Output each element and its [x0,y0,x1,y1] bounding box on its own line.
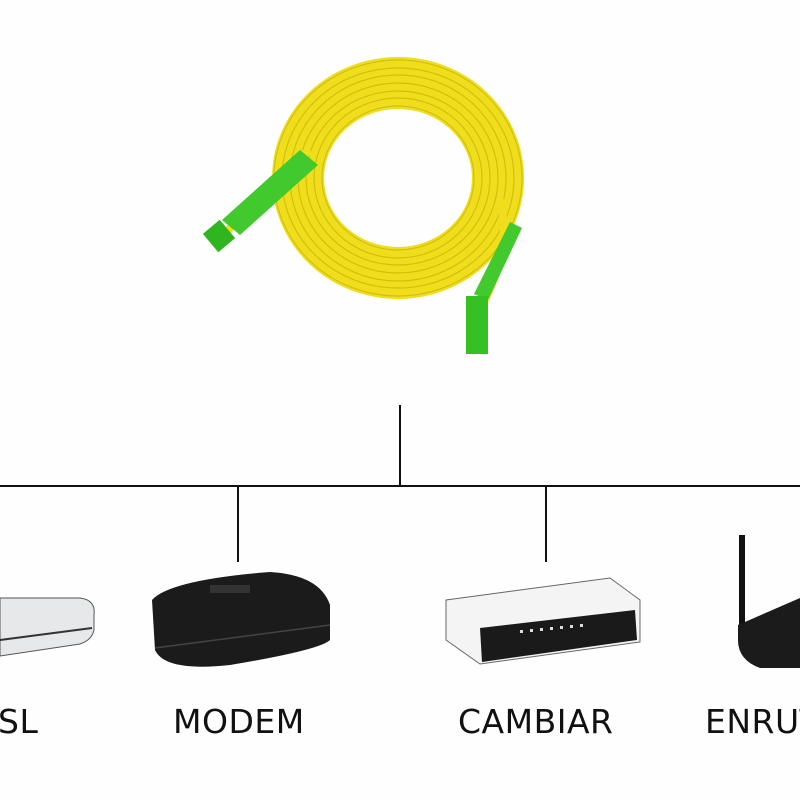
router-device-image [738,535,800,668]
connection-lines [0,405,800,562]
modem-device-image [152,572,331,667]
device-label-router: ENRUT [705,702,800,741]
device-label-modem: MODEM [173,702,305,741]
green-sc-connector-right [466,222,522,354]
device-label-switch: CAMBIAR [458,702,614,741]
device-label-adsl: SL [0,702,39,741]
green-sc-connector-left [202,150,318,253]
switch-device-image [445,577,641,665]
adsl-device-image [0,597,95,657]
